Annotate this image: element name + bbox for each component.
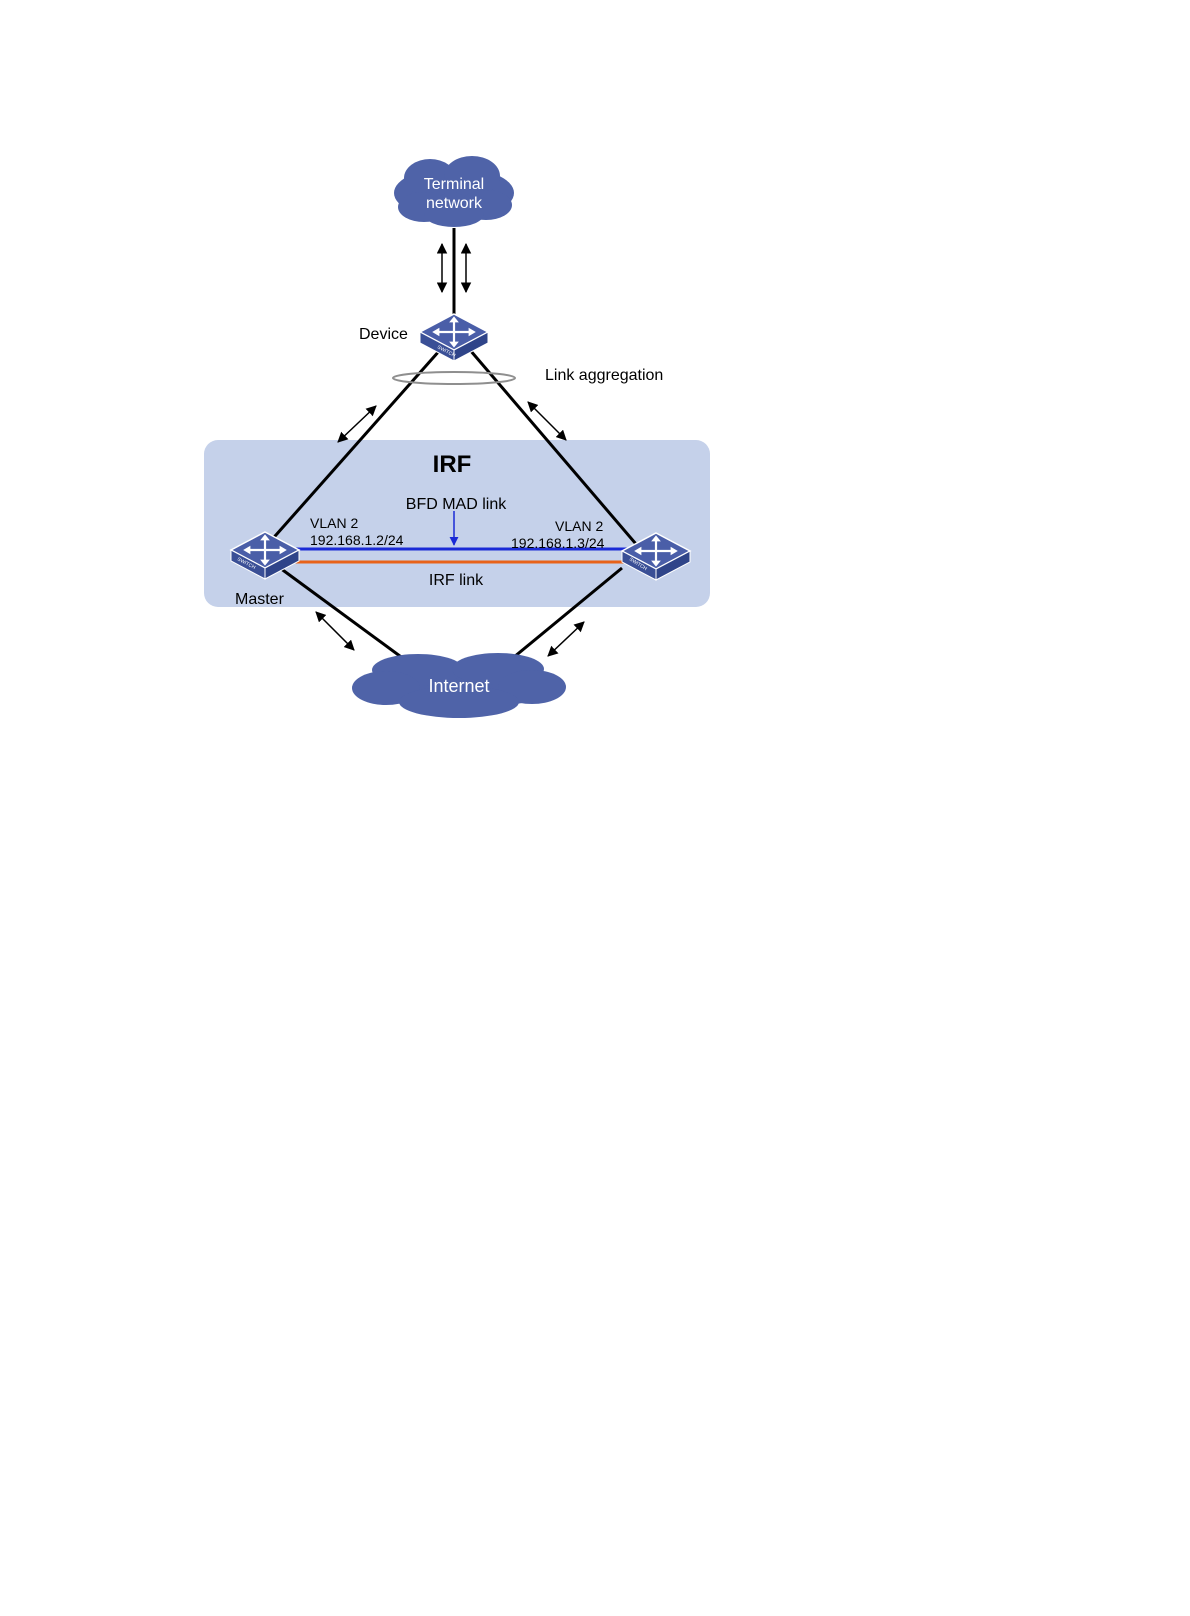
irf-link-label: IRF link bbox=[429, 572, 484, 589]
bfd-mad-link-label: BFD MAD link bbox=[406, 496, 507, 513]
internet-label: Internet bbox=[428, 676, 489, 696]
irf-title: IRF bbox=[433, 451, 472, 478]
traffic-arrow bbox=[338, 406, 376, 442]
terminal-network-line1: Terminal bbox=[424, 176, 484, 193]
traffic-arrow bbox=[548, 622, 584, 656]
right-vlan-label: VLAN 2 bbox=[555, 518, 603, 534]
right-ip-label: 192.168.1.3/24 bbox=[511, 535, 605, 551]
link-aggregation-ring bbox=[393, 372, 515, 384]
device-switch-icon: SWITCH bbox=[420, 314, 488, 361]
left-ip-label: 192.168.1.2/24 bbox=[310, 532, 404, 548]
master-label: Master bbox=[235, 591, 285, 608]
device-label: Device bbox=[359, 326, 408, 343]
terminal-network-line2: network bbox=[426, 195, 483, 212]
traffic-arrow bbox=[528, 402, 566, 440]
left-vlan-label: VLAN 2 bbox=[310, 515, 358, 531]
link-aggregation-label: Link aggregation bbox=[545, 367, 663, 384]
